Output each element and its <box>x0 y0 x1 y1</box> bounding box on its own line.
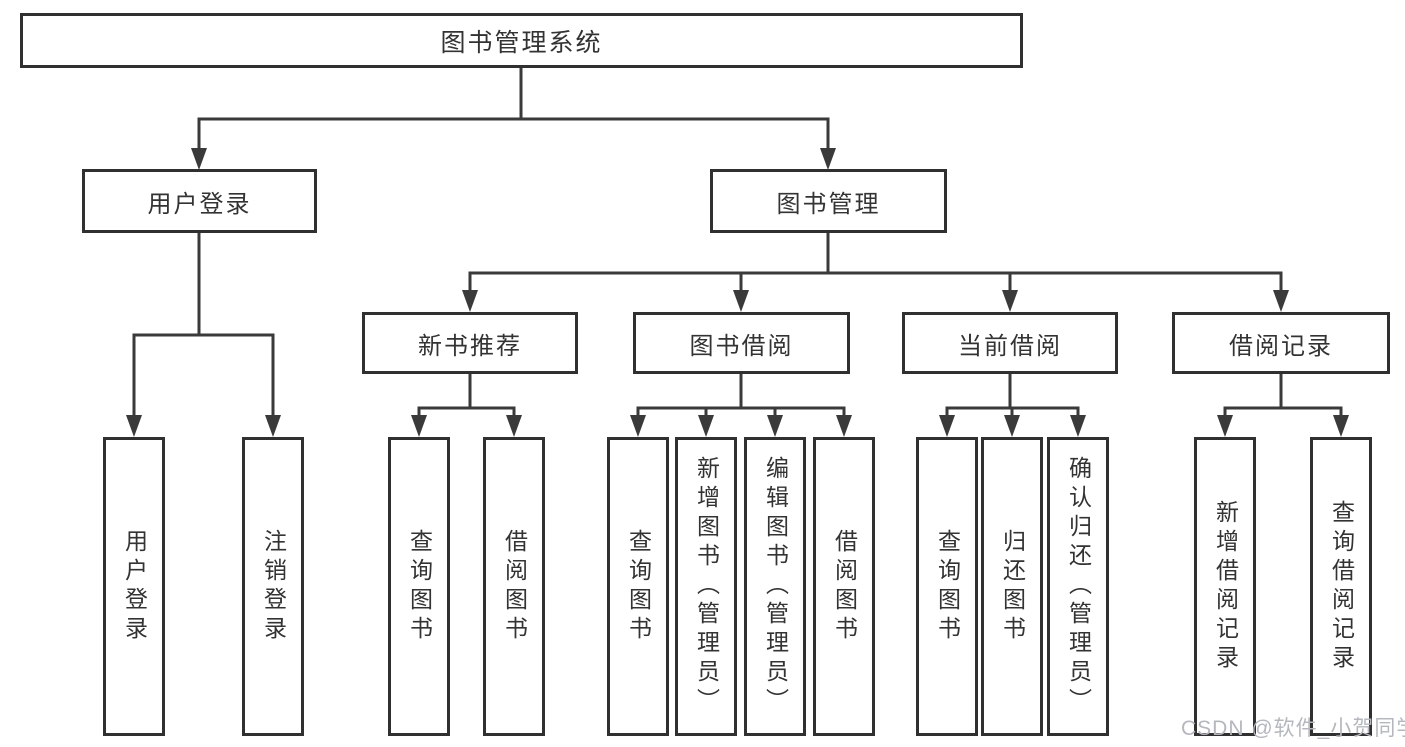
node-leaf-logout-login: 注销登录 <box>242 437 304 736</box>
node-book-borrowing: 图书借阅 <box>633 312 850 374</box>
watermark: CSDN @软件_小贺同学 <box>1181 717 1405 740</box>
node-leaf-add-books-admin: 新增图书（管理员） <box>675 437 737 736</box>
node-leaf-edit-books-admin: 编辑图书（管理员） <box>744 437 806 736</box>
node-borrowing-records: 借阅记录 <box>1172 312 1390 374</box>
node-current-borrowing: 当前借阅 <box>902 312 1118 374</box>
node-leaf-query-books-recommend: 查询图书 <box>388 437 450 736</box>
node-leaf-query-borrow-record: 查询借阅记录 <box>1310 437 1372 736</box>
node-leaf-query-books-borrowing: 查询图书 <box>607 437 669 736</box>
node-leaf-confirm-return-admin: 确认归还（管理员） <box>1047 437 1109 736</box>
node-leaf-borrow-books: 借阅图书 <box>813 437 875 736</box>
node-library-management-system: 图书管理系统 <box>20 13 1023 68</box>
node-leaf-return-books: 归还图书 <box>981 437 1043 736</box>
node-leaf-add-borrow-record: 新增借阅记录 <box>1194 437 1256 736</box>
node-leaf-query-books-current: 查询图书 <box>916 437 978 736</box>
node-leaf-borrow-books-recommend: 借阅图书 <box>483 437 545 736</box>
node-leaf-user-login: 用户登录 <box>103 437 165 736</box>
node-book-management: 图书管理 <box>710 169 947 233</box>
node-new-book-recommendation: 新书推荐 <box>362 312 578 374</box>
node-user-login: 用户登录 <box>82 169 317 233</box>
